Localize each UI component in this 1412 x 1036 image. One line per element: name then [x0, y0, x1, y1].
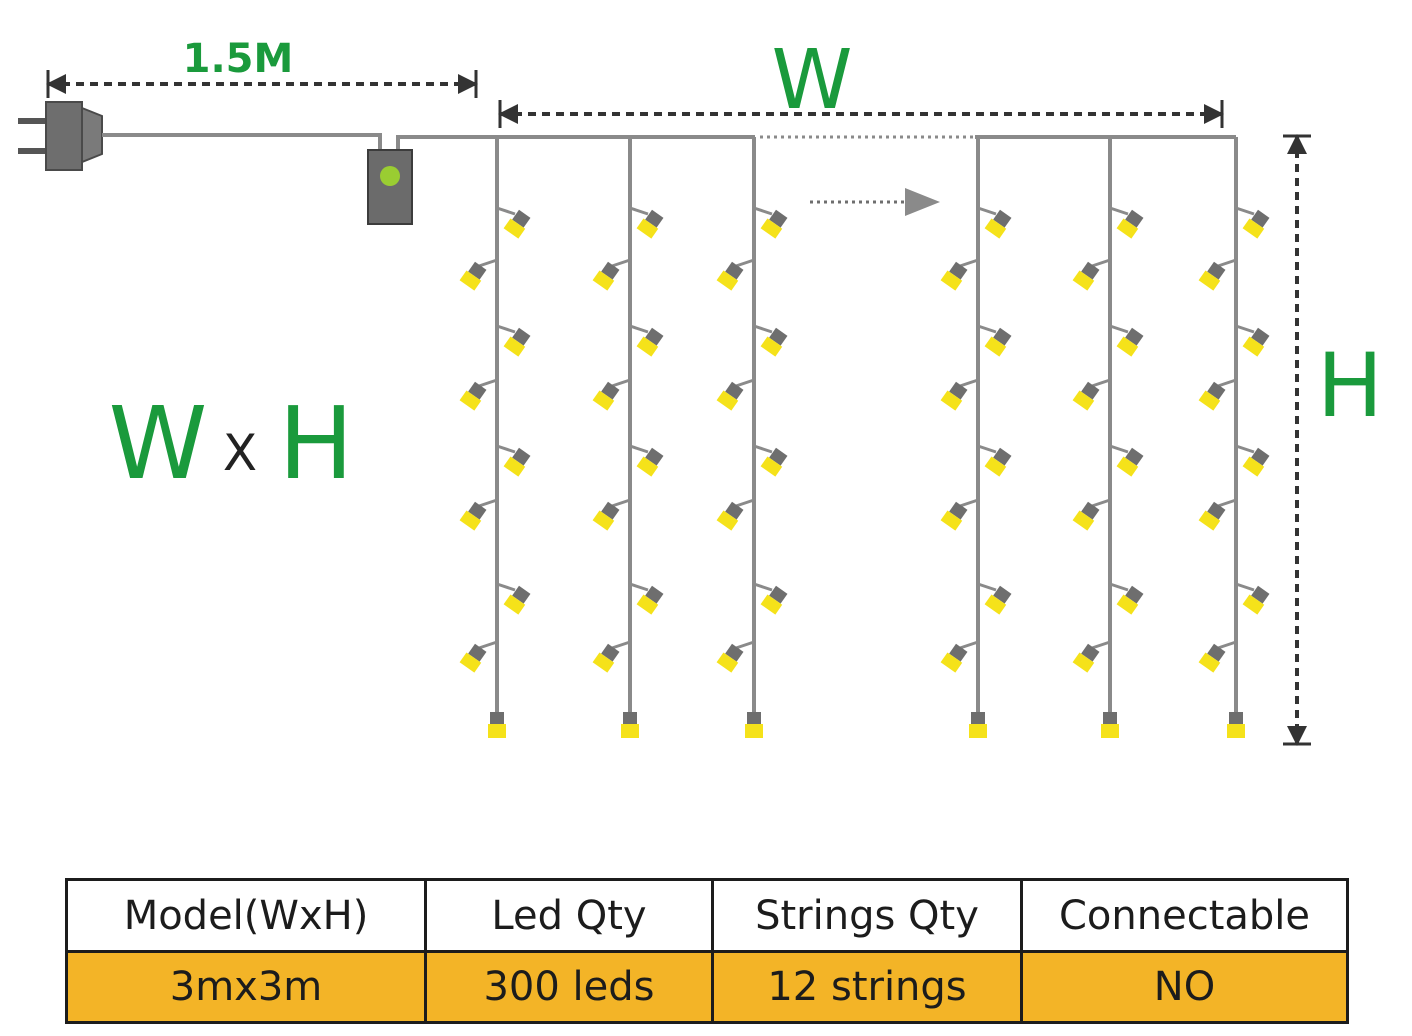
dimension-formula: W X H	[109, 385, 354, 502]
formula-w: W	[109, 385, 208, 502]
table-value-row: 3mx3m 300 leds 12 strings NO	[65, 950, 1349, 1024]
led-bulb-icon	[629, 324, 664, 357]
led-bulb-icon	[716, 378, 755, 411]
led-bulb-icon	[1109, 444, 1144, 477]
led-bulb-icon	[1198, 640, 1237, 673]
led-bulb-icon	[629, 444, 664, 477]
led-string	[716, 137, 788, 738]
value-connectable: NO	[1020, 950, 1349, 1024]
led-bulb-icon	[459, 378, 498, 411]
led-bulb-icon	[1109, 324, 1144, 357]
spec-table: Model(WxH) Led Qty Strings Qty Connectab…	[65, 878, 1349, 1024]
led-bulb-icon	[969, 712, 987, 738]
led-bulb-icon	[1198, 498, 1237, 531]
plug-icon	[18, 101, 103, 171]
led-bulb-icon	[592, 258, 631, 291]
width-label: W	[771, 33, 852, 128]
led-bulb-icon	[592, 640, 631, 673]
cord-length-label: 1.5M	[183, 36, 294, 82]
led-strings	[459, 137, 1270, 738]
led-bulb-icon	[977, 324, 1012, 357]
led-bulb-icon	[1198, 258, 1237, 291]
led-bulb-icon	[977, 582, 1012, 615]
led-bulb-icon	[753, 582, 788, 615]
led-bulb-icon	[592, 498, 631, 531]
led-bulb-icon	[753, 324, 788, 357]
led-string	[592, 137, 664, 738]
led-bulb-icon	[496, 324, 531, 357]
led-bulb-icon	[496, 582, 531, 615]
header-connectable: Connectable	[1020, 878, 1349, 953]
led-bulb-icon	[1235, 206, 1270, 239]
led-bulb-icon	[1072, 498, 1111, 531]
led-bulb-icon	[716, 258, 755, 291]
led-bulb-icon	[1072, 258, 1111, 291]
led-bulb-icon	[1101, 712, 1119, 738]
led-bulb-icon	[940, 498, 979, 531]
power-cord	[102, 133, 382, 150]
arrow-right-icon	[810, 188, 940, 216]
led-bulb-icon	[488, 712, 506, 738]
led-bulb-icon	[940, 640, 979, 673]
value-led-qty: 300 leds	[424, 950, 714, 1024]
led-bulb-icon	[592, 378, 631, 411]
height-label: H	[1317, 334, 1383, 437]
led-bulb-icon	[753, 444, 788, 477]
cord-length-dimension: 1.5M	[46, 36, 478, 98]
led-bulb-icon	[459, 498, 498, 531]
formula-x: X	[223, 424, 257, 482]
led-bulb-icon	[977, 444, 1012, 477]
led-bulb-icon	[1235, 582, 1270, 615]
width-dimension: W	[498, 33, 1224, 128]
header-strings-qty: Strings Qty	[711, 878, 1023, 953]
value-strings-qty: 12 strings	[711, 950, 1023, 1024]
led-bulb-icon	[977, 206, 1012, 239]
led-string	[1072, 137, 1144, 738]
led-string	[940, 137, 1012, 738]
led-bulb-icon	[1072, 378, 1111, 411]
led-bulb-icon	[716, 640, 755, 673]
led-bulb-icon	[745, 712, 763, 738]
led-bulb-icon	[621, 712, 639, 738]
curtain-light-diagram: 1.5M W H W X H	[18, 33, 1383, 746]
led-bulb-icon	[496, 444, 531, 477]
led-bulb-icon	[1235, 324, 1270, 357]
table-header-row: Model(WxH) Led Qty Strings Qty Connectab…	[65, 878, 1349, 953]
led-bulb-icon	[1227, 712, 1245, 738]
led-bulb-icon	[1109, 582, 1144, 615]
led-bulb-icon	[459, 258, 498, 291]
height-dimension: H	[1283, 134, 1383, 746]
led-string	[1198, 137, 1270, 738]
led-bulb-icon	[629, 582, 664, 615]
controller-lead	[396, 135, 755, 150]
led-bulb-icon	[1198, 378, 1237, 411]
led-string	[459, 137, 531, 738]
led-bulb-icon	[1109, 206, 1144, 239]
led-bulb-icon	[940, 258, 979, 291]
led-bulb-icon	[940, 378, 979, 411]
controller-icon	[367, 149, 413, 225]
led-bulb-icon	[753, 206, 788, 239]
value-model: 3mx3m	[65, 950, 427, 1024]
header-led-qty: Led Qty	[424, 878, 714, 953]
formula-h: H	[278, 385, 353, 502]
led-bulb-icon	[459, 640, 498, 673]
led-bulb-icon	[496, 206, 531, 239]
led-bulb-icon	[1072, 640, 1111, 673]
header-model: Model(WxH)	[65, 878, 427, 953]
led-bulb-icon	[716, 498, 755, 531]
led-bulb-icon	[1235, 444, 1270, 477]
led-bulb-icon	[629, 206, 664, 239]
